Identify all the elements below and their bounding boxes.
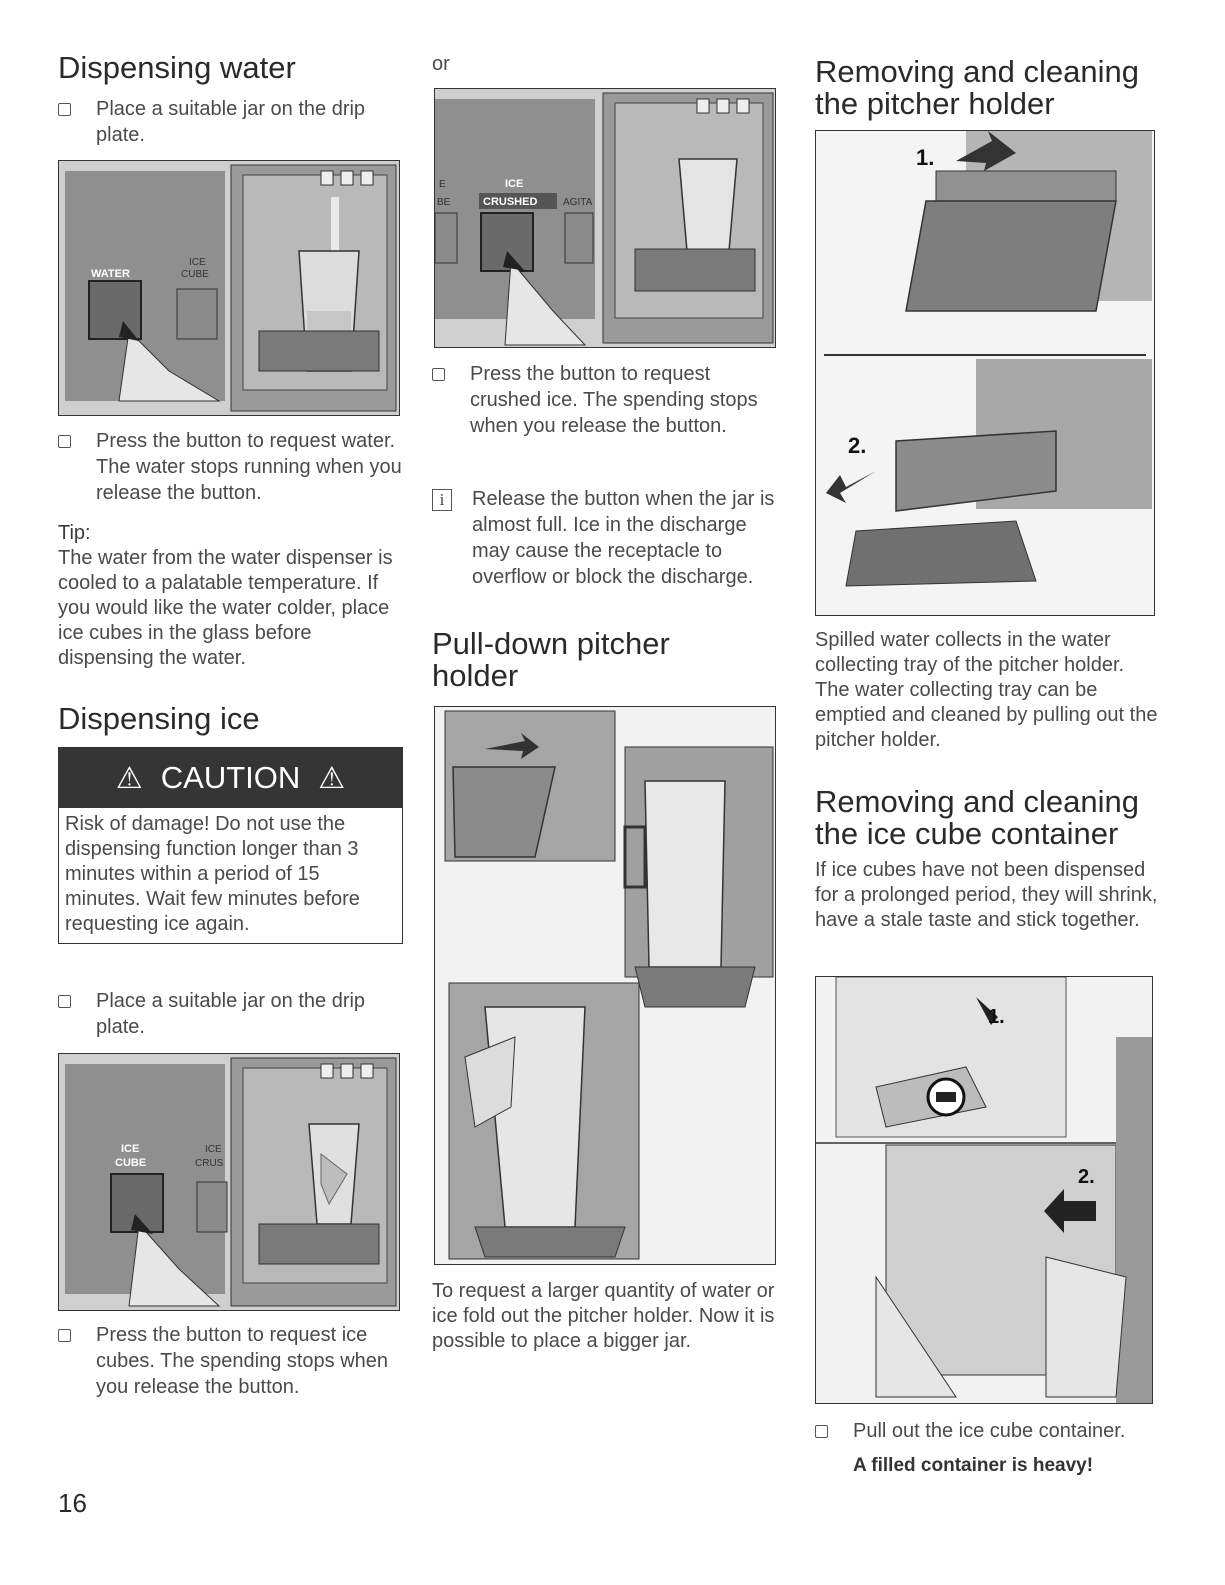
ice-step-2-label: 2. xyxy=(1078,1166,1095,1188)
water-button-label: WATER xyxy=(91,268,130,280)
warning-triangle-icon: ⚠ xyxy=(318,761,346,795)
tip-label: Tip: xyxy=(58,522,91,544)
cube-button-label: CUBE xyxy=(115,1157,146,1169)
caution-header: ⚠ CAUTION ⚠ xyxy=(59,748,402,808)
or-text: or xyxy=(432,53,450,75)
bullet-water-press: Press the button to request water. The w… xyxy=(58,428,403,506)
figure-remove-ice-container: 1. 2. xyxy=(815,976,1153,1404)
bullet-ice-place: Place a suitable jar on the drip plate. xyxy=(58,988,403,1040)
cube-label: CUBE xyxy=(181,269,209,280)
ice-step-1-label: 1. xyxy=(988,1006,1005,1028)
ice-container-text: If ice cubes have not been dispensed for… xyxy=(815,859,1158,931)
pitcher-clean-text: Spilled water collects in the water coll… xyxy=(815,629,1158,751)
figure-crushed-dispenser: ICE CRUSHED AGITA E BE xyxy=(434,88,776,348)
bullet-pull-out: Pull out the ice cube container. xyxy=(815,1418,1160,1444)
ice-label: ICE xyxy=(505,178,523,190)
e-label: E xyxy=(439,179,446,190)
checkbox-icon xyxy=(58,995,71,1008)
page-number: 16 xyxy=(58,1488,87,1518)
info-note: i Release the button when the jar is alm… xyxy=(432,486,777,590)
heading-pulldown-pitcher: Pull-down pitcher holder xyxy=(432,626,670,693)
info-icon: i xyxy=(432,489,452,511)
checkbox-icon xyxy=(58,1329,71,1342)
checkbox-icon xyxy=(815,1425,828,1438)
figure-ice-cube-dispenser: ICE CUBE ICE CRUS xyxy=(58,1053,400,1311)
figure-remove-pitcher: 1. 2. xyxy=(815,130,1155,616)
figure-pitcher-holder xyxy=(434,706,776,1265)
heading-dispensing-ice: Dispensing ice xyxy=(58,701,260,736)
ice-side-label: ICE xyxy=(205,1144,222,1155)
checkbox-icon xyxy=(58,435,71,448)
step-1-label: 1. xyxy=(916,145,934,170)
ice-button-label: ICE xyxy=(121,1143,139,1155)
warning-triangle-icon: ⚠ xyxy=(115,761,143,795)
caution-text: Risk of damage! Do not use the dispensin… xyxy=(65,813,360,935)
heading-remove-pitcher: Removing and cleaning the pitcher holder xyxy=(815,54,1139,121)
agita-label: AGITA xyxy=(563,197,593,208)
be-label: BE xyxy=(437,197,451,208)
checkbox-icon xyxy=(432,368,445,381)
heavy-note: A filled container is heavy! xyxy=(853,1455,1094,1476)
crushed-label: CRUSHED xyxy=(483,196,537,208)
figure-water-dispenser: WATER ICE CUBE xyxy=(58,160,400,416)
crush-side-label: CRUS xyxy=(195,1158,224,1169)
pitcher-text: To request a larger quantity of water or… xyxy=(432,1280,775,1352)
bullet-crushed-press: Press the button to request crushed ice.… xyxy=(432,361,777,439)
heading-dispensing-water: Dispensing water xyxy=(58,50,296,85)
ice-label: ICE xyxy=(189,257,206,268)
step-2-label: 2. xyxy=(848,433,866,458)
caution-title: CAUTION xyxy=(160,760,301,795)
bullet-ice-press: Press the button to request ice cubes. T… xyxy=(58,1322,403,1400)
tip-text: The water from the water dispenser is co… xyxy=(58,547,393,669)
caution-box: ⚠ CAUTION ⚠ Risk of damage! Do not use t… xyxy=(58,747,403,944)
checkbox-icon xyxy=(58,103,71,116)
heading-remove-ice-container: Removing and cleaning the ice cube conta… xyxy=(815,784,1139,851)
bullet-water-place: Place a suitable jar on the drip plate. xyxy=(58,96,403,148)
